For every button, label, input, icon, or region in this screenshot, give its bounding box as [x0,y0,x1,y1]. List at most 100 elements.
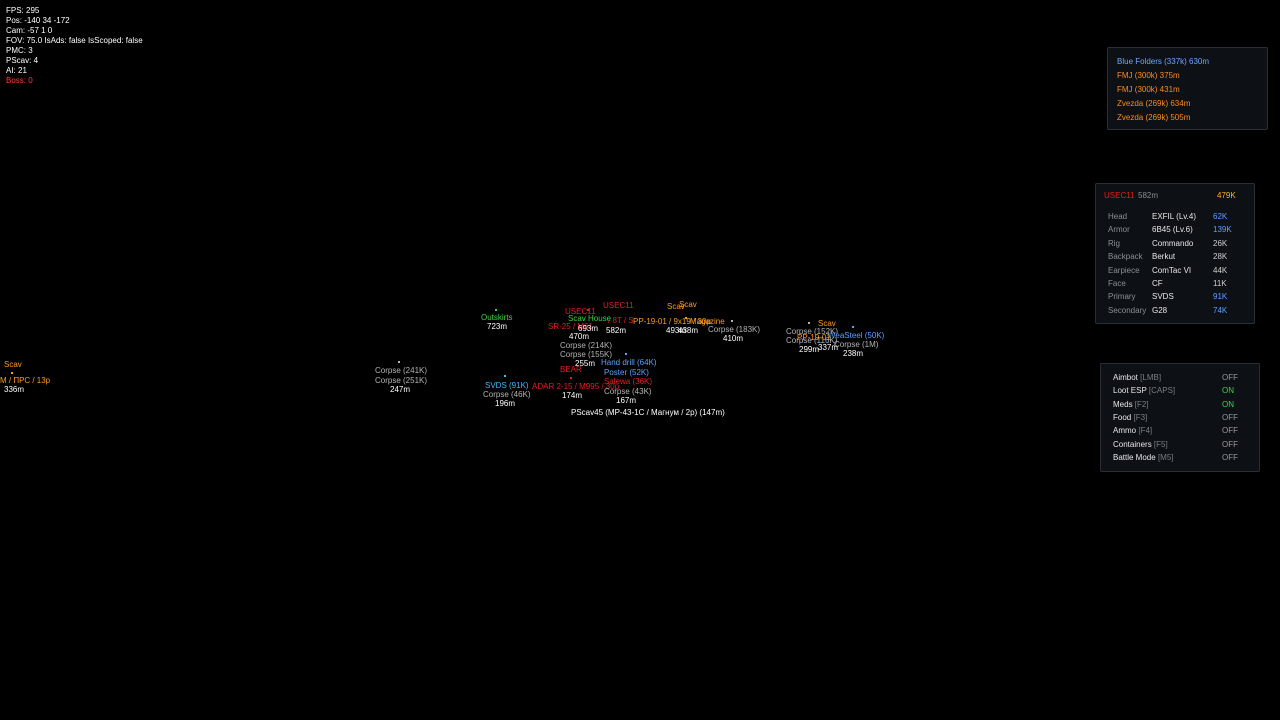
esp-label: Outskirts [481,313,513,322]
gear-slot-value: Commando [1152,238,1194,248]
esp-label: 493m [666,326,687,335]
gear-slot-price: 62K [1213,212,1228,221]
esp-label: Scav [818,319,836,328]
debug-overlay: FPS: 295 Pos: -140 34 -172 Cam: -57 1 0 … [6,6,143,86]
gear-slot-value: 6B45 (Lv.6) [1152,225,1193,235]
player-total-value: 479K [1217,191,1236,200]
loot-item: Zvezda (269k) 634m [1117,99,1191,108]
esp-marker-dot [731,320,733,322]
gear-slot-value: ComTac VI [1152,265,1192,275]
menu-item-ammo[interactable]: Ammo [F4] [1113,426,1152,435]
menu-item-hotkey: [F3] [1133,412,1148,422]
esp-label: 410m [723,334,744,343]
menu-item-label: Aimbot [1113,373,1138,382]
esp-label: Corpse (116K) [786,336,838,345]
loot-item: Zvezda (269k) 505m [1117,113,1191,122]
gear-slot-value: Berkut [1152,252,1176,262]
menu-item-state[interactable]: OFF [1222,439,1238,449]
gear-slot-label: Armor [1108,225,1130,235]
menu-item-loot-esp[interactable]: Loot ESP [CAPS] [1113,386,1175,395]
esp-label: 336m [4,385,25,394]
esp-label: SVDS (91K) [485,381,529,390]
menu-item-label: Loot ESP [1113,386,1147,396]
menu-item-hotkey: [F4] [1138,426,1153,436]
esp-label: Hand drill (64K) [601,358,657,367]
esp-label: 299m [799,345,820,354]
gear-slot-price: 91K [1213,292,1228,302]
esp-label: M / ПРС / 13p [0,376,51,385]
esp-label: Scav House [568,314,612,323]
esp-label: Corpse (251K) [375,376,428,385]
esp-marker-dot [808,322,810,324]
ai-count: AI: 21 [6,66,27,75]
gear-slot-label: Head [1108,212,1128,221]
esp-label: 337m [818,343,839,352]
fps-readout: FPS: 295 [6,6,40,15]
menu-item-state[interactable]: OFF [1222,426,1238,436]
esp-marker-dot [504,375,506,377]
position-readout: Pos: -140 34 -172 [6,16,70,25]
esp-label: 255m [575,359,596,368]
gear-slot-price: 74K [1213,305,1228,315]
esp-marker-dot [11,372,13,374]
menu-item-hotkey: [M5] [1157,452,1174,462]
esp-label: Corpse (1M) [834,340,879,349]
esp-label: 470m [569,332,590,341]
gear-slot-price: 11K [1213,279,1227,288]
gear-slot-label: Rig [1108,238,1121,248]
player-distance: 582m [1138,191,1159,200]
gear-slot-value: CF [1152,279,1163,288]
esp-label: 167m [616,396,637,405]
menu-item-hotkey: [F5] [1153,439,1168,449]
esp-label: Salewa (36K) [604,377,653,386]
esp-marker-dot [587,309,589,311]
menu-item-meds[interactable]: Meds [F2] [1113,400,1149,409]
fov-readout: FOV: 75.0 IsAds: false IsScoped: false [6,36,143,45]
esp-label: Corpse (214K) [560,341,613,350]
gear-slot-value: G28 [1152,305,1168,315]
menu-item-hotkey: [CAPS] [1148,386,1176,396]
gear-slot-price: 139K [1213,225,1232,235]
esp-marker-dot [398,361,400,363]
esp-label: PP-19-01 [797,333,831,342]
loot-item: Blue Folders (337k) 630m [1117,57,1210,66]
esp-label: / 8T / S [608,316,634,325]
menu-item-label: Battle Mode [1113,452,1156,462]
esp-label: PP-19-01 / 9x19 / 30p [633,317,711,326]
menu-item-state[interactable]: OFF [1222,452,1238,462]
gear-slot-label: Secondary [1108,305,1147,315]
menu-item-food[interactable]: Food [F3] [1113,413,1147,422]
esp-label: 247m [390,385,411,394]
esp-label: Corpse (183K) [708,325,761,334]
pmc-count: PMC: 3 [6,46,33,55]
menu-item-label: Food [1113,412,1132,422]
menu-item-containers[interactable]: Containers [F5] [1113,440,1168,449]
esp-marker-dot [685,317,687,319]
gear-slot-price: 28K [1213,252,1228,262]
esp-label: 438m [678,326,699,335]
gear-slot-label: Primary [1108,292,1136,302]
loot-item: FMJ (300k) 375m [1117,71,1180,80]
menu-item-hotkey: [LMB] [1140,373,1162,382]
menu-item-aimbot[interactable]: Aimbot [LMB] [1113,373,1161,382]
esp-label: Scav [4,360,22,369]
esp-label: Corpse (241K) [375,366,428,375]
feature-menu: Aimbot [LMB] OFF Loot ESP [CAPS] ON Meds [F2… [1100,363,1260,472]
esp-label: ADAR 2-15 / M995 / 30p [532,382,620,391]
menu-item-state[interactable]: ON [1222,399,1234,409]
esp-label: Corpse (46K) [483,390,531,399]
esp-marker-dot [625,353,627,355]
menu-item-state[interactable]: OFF [1222,412,1238,422]
esp-label: Corpse (152K) [786,327,839,336]
menu-item-state[interactable]: ON [1222,386,1234,396]
gear-slot-label: Backpack [1108,252,1143,262]
loot-panel: Blue Folders (337k) 630m FMJ (300k) 375m… [1107,47,1268,130]
menu-item-state[interactable]: OFF [1222,373,1238,382]
esp-label: 174m [562,391,583,400]
boss-count: Boss: 0 [6,76,33,85]
esp-label: 196m [495,399,516,408]
menu-item-battle-mode[interactable]: Battle Mode [M5] [1113,453,1174,462]
esp-label: PScav45 (MP-43-1C / Магнум / 2p) (147m) [571,408,725,417]
gear-slot-value: EXFIL (Lv.4) [1152,212,1197,221]
